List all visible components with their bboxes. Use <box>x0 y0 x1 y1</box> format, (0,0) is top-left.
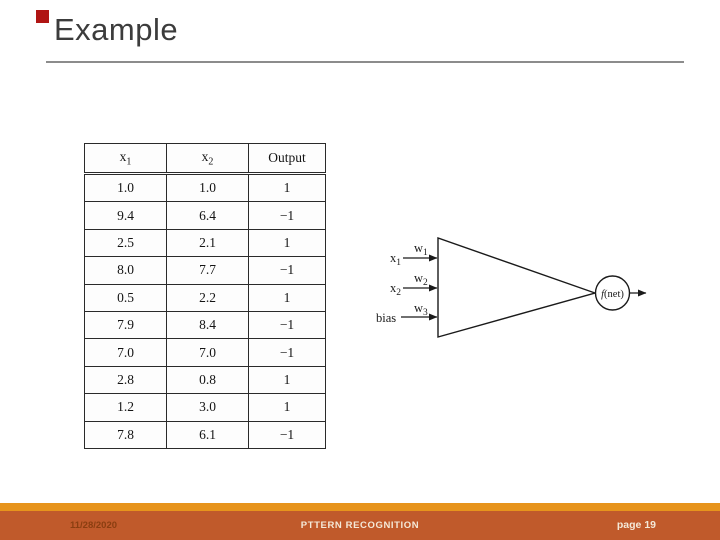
weight-label-w1: w1 <box>414 241 428 258</box>
footer-bar <box>0 511 720 540</box>
table-cell: 1.0 <box>166 172 249 203</box>
footer-page-number: page 19 <box>616 519 656 531</box>
accent-square <box>36 10 49 23</box>
table-cell: 6.1 <box>166 420 249 449</box>
table-cell: 7.9 <box>84 310 167 340</box>
table-cell: 2.1 <box>166 228 249 258</box>
table-cell: 1 <box>248 283 326 312</box>
footer-course-title: PTTERN RECOGNITION <box>300 520 420 531</box>
input-label-bias: bias <box>376 311 396 325</box>
table-header-row: x1 x2 Output <box>84 143 326 175</box>
footer-date: 11/28/2020 <box>70 520 118 531</box>
table-cell: 8.0 <box>84 256 167 285</box>
table-cell: 0.8 <box>166 365 249 395</box>
column-header-x1: x1 <box>84 143 167 175</box>
table-cell: 2.5 <box>84 228 167 258</box>
table-cell: 2.2 <box>166 283 249 312</box>
footer-accent-stripe <box>0 503 720 511</box>
table-cell: −1 <box>248 420 326 449</box>
table-cell: 1.0 <box>84 172 167 203</box>
table-cell: 8.4 <box>166 310 249 340</box>
table-cell: 7.0 <box>84 338 167 367</box>
column-header-output: Output <box>248 143 326 175</box>
weight-label-w3: w3 <box>414 301 428 318</box>
perceptron-diagram: x1 w1 x2 w2 bias w3 f(net) <box>376 237 647 338</box>
title-underline <box>46 61 684 63</box>
table-cell: −1 <box>248 201 326 230</box>
table-cell: 7.8 <box>84 420 167 449</box>
column-header-x2: x2 <box>166 143 249 175</box>
table-cell: −1 <box>248 310 326 340</box>
table-cell: 0.5 <box>84 283 167 312</box>
activation-label: f(net) <box>601 289 624 300</box>
summation-triangle <box>437 237 598 338</box>
table-cell: 9.4 <box>84 201 167 230</box>
table-cell: 6.4 <box>166 201 249 230</box>
table-cell: −1 <box>248 338 326 367</box>
table-cell: 7.0 <box>166 338 249 367</box>
input-label-x2: x2 <box>390 281 401 298</box>
table-cell: 1 <box>248 393 326 422</box>
table-cell: 2.8 <box>84 365 167 395</box>
table-cell: 1 <box>248 228 326 258</box>
table-cell: 1 <box>248 365 326 395</box>
weight-label-w2: w2 <box>414 271 428 288</box>
table-cell: 3.0 <box>166 393 249 422</box>
table-cell: 7.7 <box>166 256 249 285</box>
table-cell: −1 <box>248 256 326 285</box>
page-title: Example <box>54 12 179 47</box>
input-label-x1: x1 <box>390 251 401 268</box>
table-cell: 1 <box>248 172 326 203</box>
table-cell: 1.2 <box>84 393 167 422</box>
